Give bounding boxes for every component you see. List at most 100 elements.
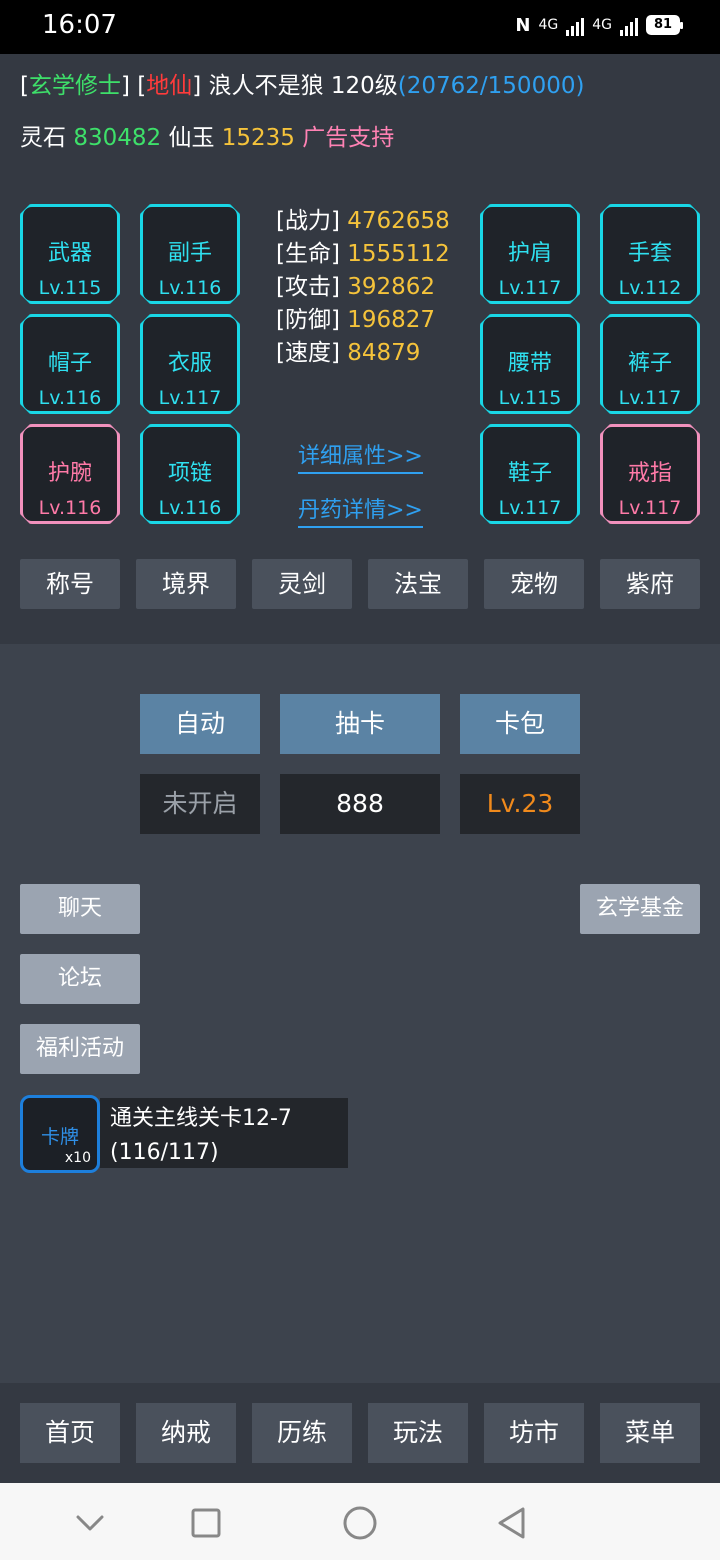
ad-support-link[interactable]: 广告支持 (302, 125, 395, 151)
pill-detail-link[interactable]: 丹药详情>> (298, 492, 423, 528)
equip-slot-weapon[interactable]: 武器 Lv.115 (20, 204, 120, 304)
card-reward-icon[interactable]: 卡牌 x10 (20, 1095, 100, 1173)
equip-level: Lv.117 (158, 387, 222, 409)
card-reward-count: x10 (64, 1150, 91, 1166)
equip-level: Lv.112 (618, 277, 682, 299)
stone-label: 灵石 (20, 125, 66, 151)
equip-level: Lv.116 (38, 387, 102, 409)
stat-label: [速度] (276, 340, 340, 366)
system-nav-bar (0, 1483, 720, 1560)
equip-level: Lv.116 (38, 497, 102, 519)
equip-level: Lv.117 (498, 277, 562, 299)
equip-slot-hat[interactable]: 帽子 Lv.116 (20, 314, 120, 414)
equip-level: Lv.116 (158, 497, 222, 519)
jade-value: 15235 (221, 125, 295, 151)
stat-value: 4762658 (347, 208, 450, 234)
equip-name: 武器 (47, 241, 92, 266)
bracket: ] (192, 73, 202, 99)
stats-block: [战力] 4762658 [生命] 1555112 [攻击] 392862 [防… (276, 205, 450, 370)
equip-slot-shoes[interactable]: 鞋子 Lv.117 (480, 424, 580, 524)
recents-square-icon[interactable] (186, 1503, 226, 1543)
detail-attributes-link[interactable]: 详细属性>> (298, 438, 423, 474)
player-info-line: [玄学修士] [地仙] 浪人不是狼 120级(20762/150000) (20, 66, 584, 100)
stat-label: [防御] (276, 307, 340, 333)
equip-name: 副手 (167, 241, 212, 266)
network-4g-label-2: 4G (592, 17, 612, 33)
stat-attack: [攻击] 392862 (276, 271, 450, 304)
player-level: 120级 (330, 73, 398, 99)
signal-icon (566, 14, 585, 36)
equip-level: Lv.115 (498, 387, 562, 409)
nav-menu[interactable]: 菜单 (600, 1403, 700, 1463)
draw-count: 888 (280, 774, 440, 834)
stat-value: 392862 (347, 274, 436, 300)
auto-status: 未开启 (140, 774, 260, 834)
equip-name: 衣服 (167, 351, 212, 376)
equip-name: 护肩 (507, 241, 552, 266)
tab-artifact[interactable]: 法宝 (368, 559, 468, 609)
fund-button[interactable]: 玄学基金 (580, 884, 700, 934)
card-pack-button[interactable]: 卡包 (460, 694, 580, 754)
quest-panel[interactable]: 通关主线关卡12-7 (116/117) (100, 1098, 348, 1168)
equip-slot-offhand[interactable]: 副手 Lv.116 (140, 204, 240, 304)
player-exp: (20762/150000) (397, 73, 585, 99)
stat-power: [战力] 4762658 (276, 205, 450, 238)
tab-purple-mansion[interactable]: 紫府 (600, 559, 700, 609)
status-icons: N 4G 4G 81 (515, 14, 683, 36)
equip-slot-shoulder[interactable]: 护肩 Lv.117 (480, 204, 580, 304)
back-triangle-icon[interactable] (492, 1503, 532, 1543)
tab-realm[interactable]: 境界 (136, 559, 236, 609)
nav-market[interactable]: 坊市 (484, 1403, 584, 1463)
tab-spirit-sword[interactable]: 灵剑 (252, 559, 352, 609)
equip-name: 帽子 (47, 351, 92, 376)
bracket: ] (120, 73, 130, 99)
stone-value: 830482 (73, 125, 162, 151)
nfc-icon: N (515, 14, 531, 36)
stat-value: 84879 (347, 340, 421, 366)
tab-pet[interactable]: 宠物 (484, 559, 584, 609)
player-class: 玄学修士 (28, 73, 121, 99)
card-reward-label: 卡牌 (40, 1126, 79, 1148)
equip-level: Lv.117 (498, 497, 562, 519)
equip-name: 项链 (167, 461, 212, 486)
tab-title[interactable]: 称号 (20, 559, 120, 609)
equip-slot-gloves[interactable]: 手套 Lv.112 (600, 204, 700, 304)
equip-name: 裤子 (627, 351, 672, 376)
nav-gameplay[interactable]: 玩法 (368, 1403, 468, 1463)
equip-name: 腰带 (507, 351, 552, 376)
bracket: [ (20, 73, 29, 99)
auto-button[interactable]: 自动 (140, 694, 260, 754)
nav-home[interactable]: 首页 (20, 1403, 120, 1463)
battery-icon: 81 (646, 15, 683, 35)
card-pack-level: Lv.23 (460, 774, 580, 834)
quest-progress: (116/117) (110, 1140, 219, 1165)
home-circle-icon[interactable] (340, 1503, 380, 1543)
stat-defense: [防御] 196827 (276, 304, 450, 337)
signal-icon-2 (620, 14, 638, 36)
bottom-nav: 首页 纳戒 历练 玩法 坊市 菜单 (0, 1383, 720, 1483)
equip-name: 鞋子 (507, 461, 552, 486)
equip-slot-bracer[interactable]: 护腕 Lv.116 (20, 424, 120, 524)
chevron-down-icon[interactable] (70, 1503, 110, 1543)
equip-slot-necklace[interactable]: 项链 Lv.116 (140, 424, 240, 524)
player-rank: 地仙 (146, 73, 193, 99)
draw-card-button[interactable]: 抽卡 (280, 694, 440, 754)
equip-slot-belt[interactable]: 腰带 Lv.115 (480, 314, 580, 414)
stat-label: [攻击] (276, 274, 340, 300)
equip-slot-ring[interactable]: 戒指 Lv.117 (600, 424, 700, 524)
equip-level: Lv.117 (618, 497, 682, 519)
chat-button[interactable]: 聊天 (20, 884, 140, 934)
nav-training[interactable]: 历练 (252, 1403, 352, 1463)
equip-name: 护腕 (47, 461, 92, 486)
equip-level: Lv.115 (38, 277, 102, 299)
equip-slot-clothes[interactable]: 衣服 Lv.117 (140, 314, 240, 414)
welfare-button[interactable]: 福利活动 (20, 1024, 140, 1074)
forum-button[interactable]: 论坛 (20, 954, 140, 1004)
equip-name: 手套 (627, 241, 672, 266)
nav-storage-ring[interactable]: 纳戒 (136, 1403, 236, 1463)
currency-line: 灵石 830482 仙玉 15235 广告支持 (20, 118, 394, 152)
equip-slot-pants[interactable]: 裤子 Lv.117 (600, 314, 700, 414)
stat-hp: [生命] 1555112 (276, 238, 450, 271)
jade-label: 仙玉 (168, 125, 215, 151)
bracket: [ (137, 73, 147, 99)
